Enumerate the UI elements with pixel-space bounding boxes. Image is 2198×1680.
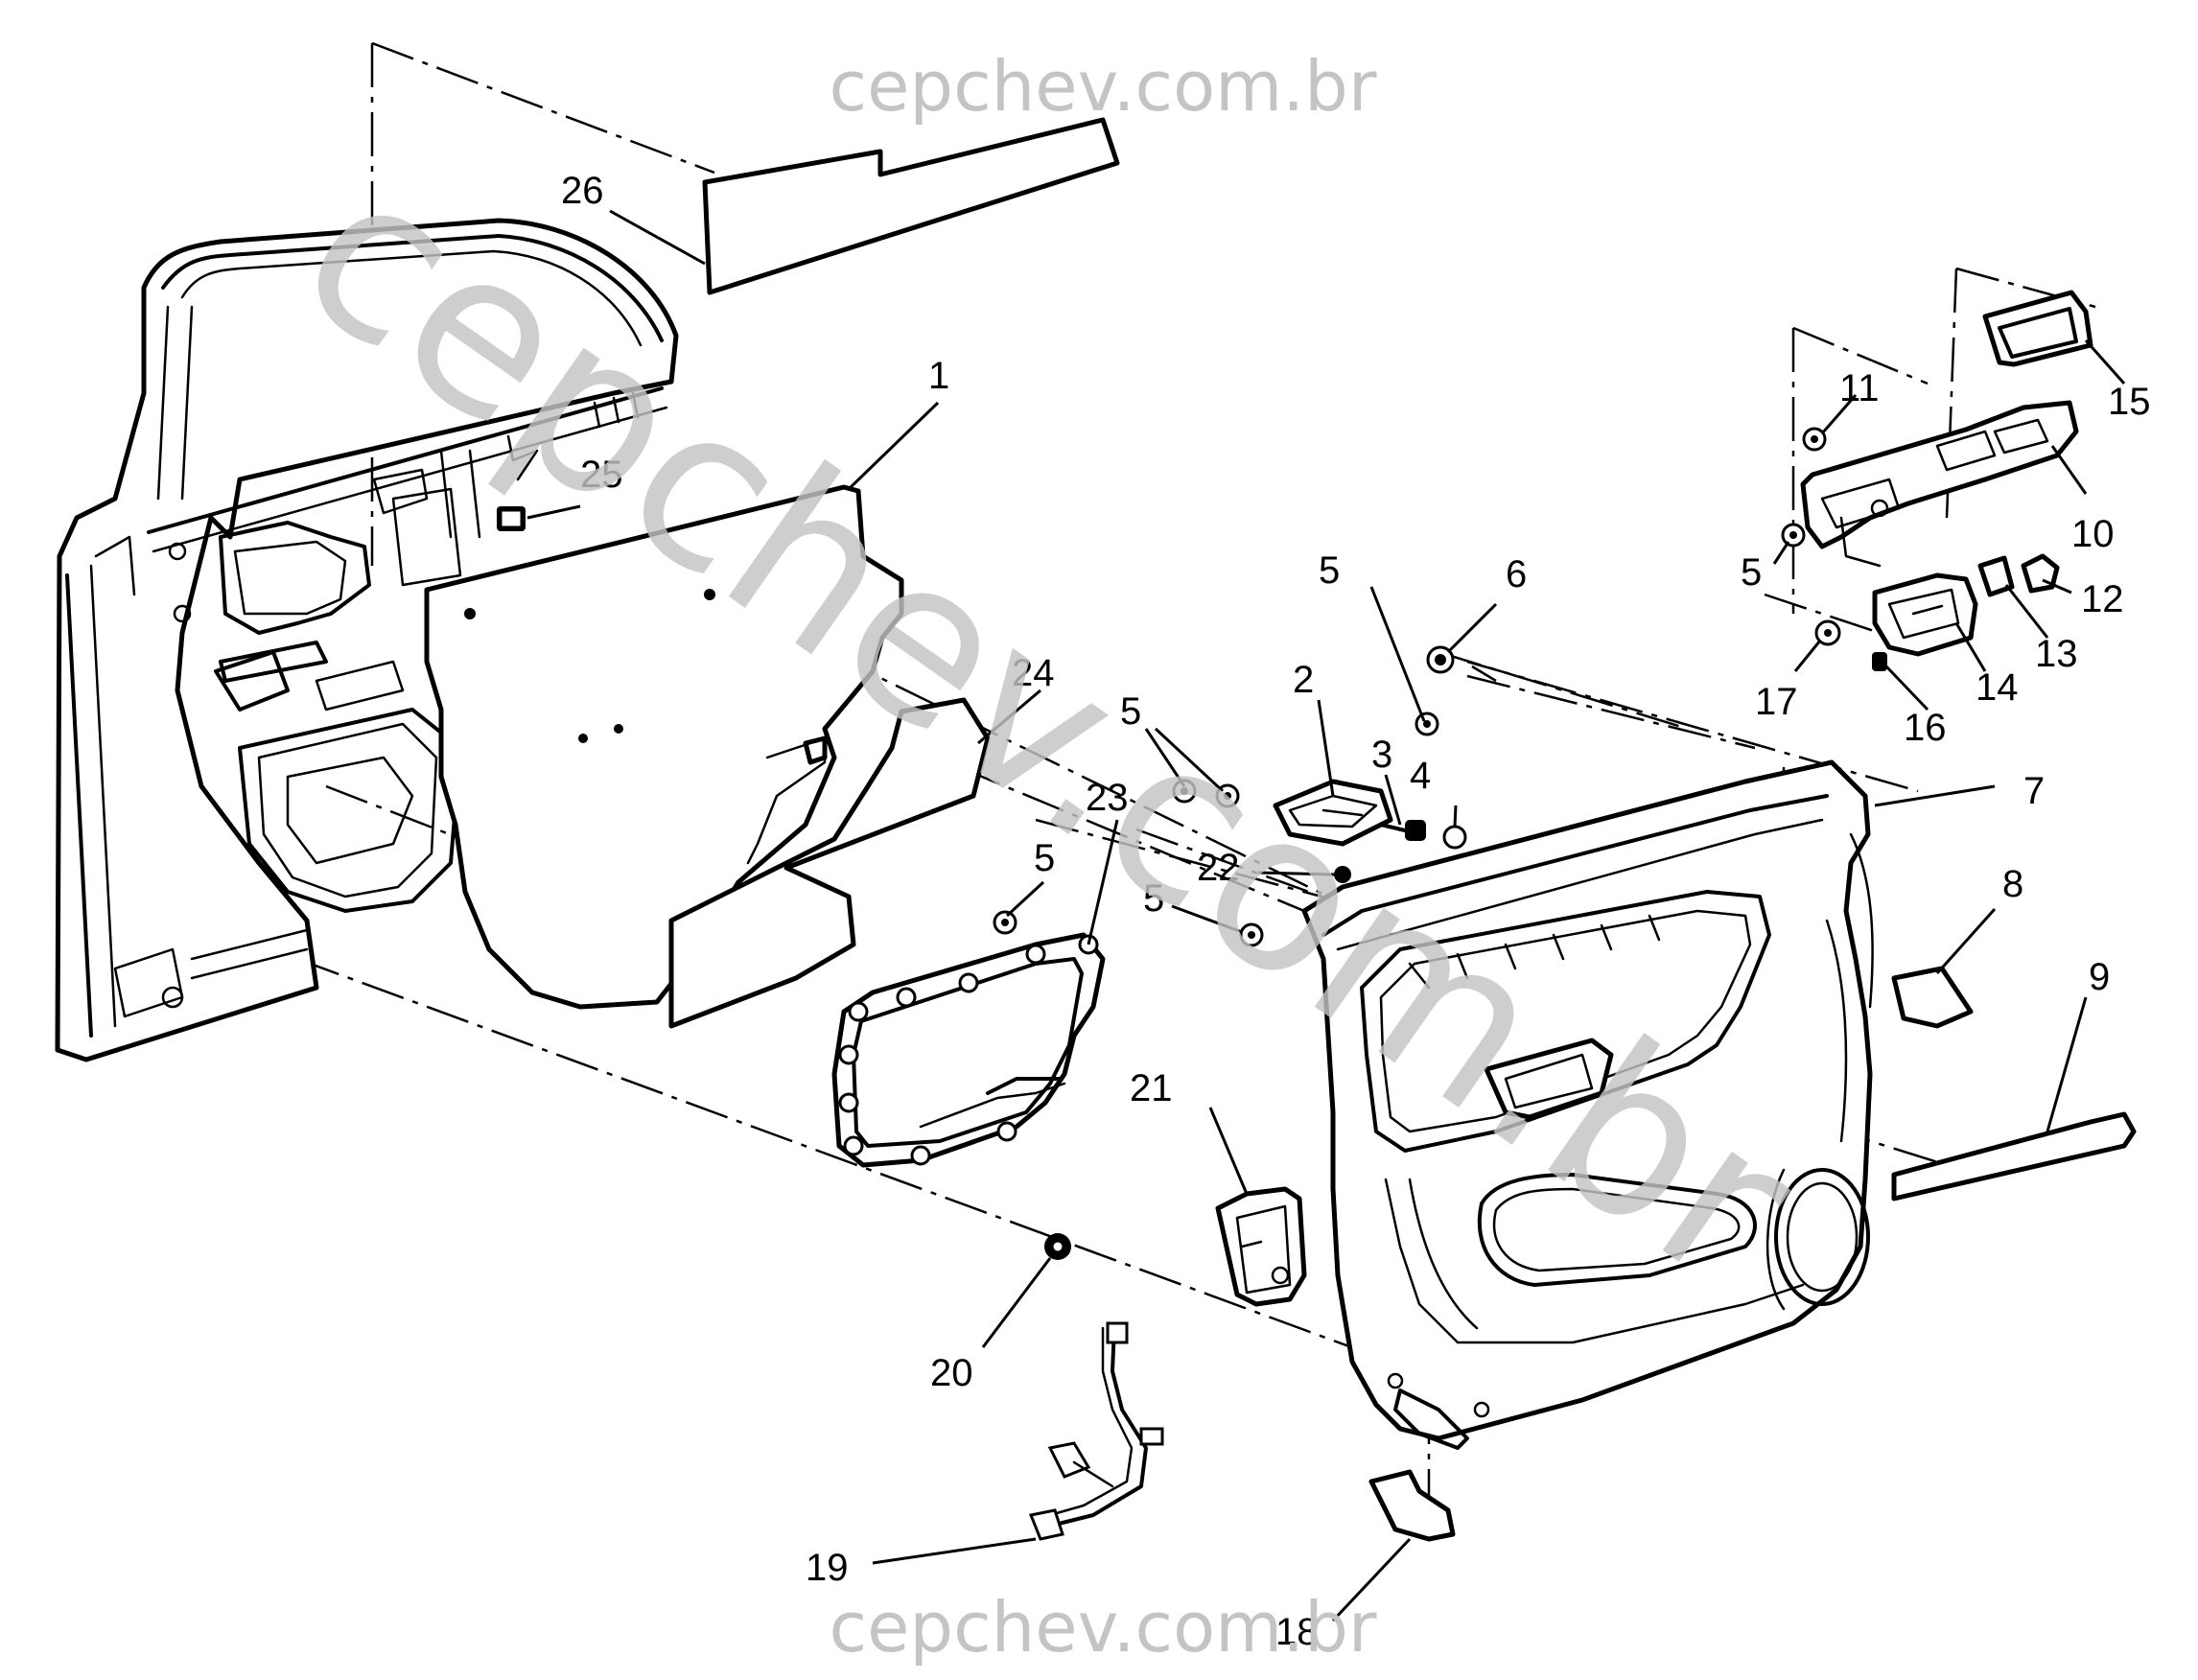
door-frame <box>55 218 679 1062</box>
part-18-trim-cap <box>1368 1469 1456 1542</box>
callout-8: 8 <box>2002 863 2023 905</box>
part-9-trim-strip <box>1891 1111 2137 1202</box>
callout-2: 2 <box>1293 659 1314 701</box>
fastener-11 <box>1802 427 1827 452</box>
part-26-belt-strip <box>702 117 1120 295</box>
fastener-5-e <box>1239 922 1264 947</box>
part-14-switch-assembly <box>1872 572 1978 657</box>
fastener-5-a <box>1172 779 1197 804</box>
fastener-5-c <box>1415 712 1439 736</box>
fastener-5-f <box>1781 523 1806 548</box>
callout-18: 18 <box>1275 1611 1319 1653</box>
callout-21: 21 <box>1130 1067 1173 1109</box>
part-21-module <box>1215 1186 1307 1307</box>
callout-12: 12 <box>2081 578 2124 620</box>
watermark-top: cepchev.com.br <box>830 46 1377 127</box>
callout-7: 7 <box>2023 770 2045 812</box>
part-8-trim-insert <box>1891 966 1974 1029</box>
leader-lines <box>526 209 2126 1622</box>
callout-23: 23 <box>1086 777 1129 819</box>
callout-6: 6 <box>1506 553 1527 595</box>
callout-22: 22 <box>1197 847 1240 889</box>
callout-14: 14 <box>1976 666 2019 709</box>
callout-4: 4 <box>1410 755 1431 797</box>
fastener-22 <box>1334 866 1351 883</box>
part-19-wiring-harness <box>1028 1321 1164 1541</box>
part-15-switch-cover <box>1982 290 2093 367</box>
callout-5e: 5 <box>1741 551 1762 594</box>
fastener-6 <box>1426 645 1455 674</box>
fastener-20 <box>1044 1233 1071 1260</box>
callout-20: 20 <box>930 1352 973 1394</box>
callouts: 1 2 3 4 5 5 5 5 5 6 7 8 9 10 11 12 13 14… <box>561 170 2151 1653</box>
callout-9: 9 <box>2089 956 2110 998</box>
callout-24: 24 <box>1012 652 1055 694</box>
part-13-switch <box>1977 555 2015 597</box>
callout-10: 10 <box>2071 513 2115 555</box>
part-10-switch-bezel <box>1800 400 2079 568</box>
fastener-17 <box>1814 619 1841 646</box>
callout-15: 15 <box>2108 381 2151 423</box>
callout-19: 19 <box>806 1547 849 1589</box>
part-25-clip <box>497 506 526 531</box>
callout-3: 3 <box>1371 734 1392 776</box>
callout-5b: 5 <box>1120 690 1141 733</box>
callout-11: 11 <box>1839 367 1880 409</box>
part-2-handle-bezel <box>1273 779 1393 847</box>
callout-26: 26 <box>561 170 604 212</box>
callout-13: 13 <box>2035 633 2078 675</box>
part-1-water-deflector <box>424 484 904 1010</box>
part-23-map-pocket <box>831 932 1106 1168</box>
part-24-sound-insulator <box>668 697 991 1029</box>
watermark-bottom: cepchev.com.br <box>830 1587 1377 1668</box>
callout-25: 25 <box>580 454 623 496</box>
callout-17: 17 <box>1755 681 1798 723</box>
fastener-5-d <box>993 910 1017 935</box>
fastener-16 <box>1872 652 1887 671</box>
callout-16: 16 <box>1904 707 1947 749</box>
callout-1: 1 <box>928 355 949 397</box>
callout-5a: 5 <box>1319 549 1340 592</box>
fastener-3 <box>1379 820 1426 841</box>
fastener-4 <box>1442 825 1467 850</box>
callout-5c: 5 <box>1034 837 1055 879</box>
callout-5d: 5 <box>1143 877 1164 920</box>
part-7-door-trim-panel <box>1301 759 1874 1450</box>
